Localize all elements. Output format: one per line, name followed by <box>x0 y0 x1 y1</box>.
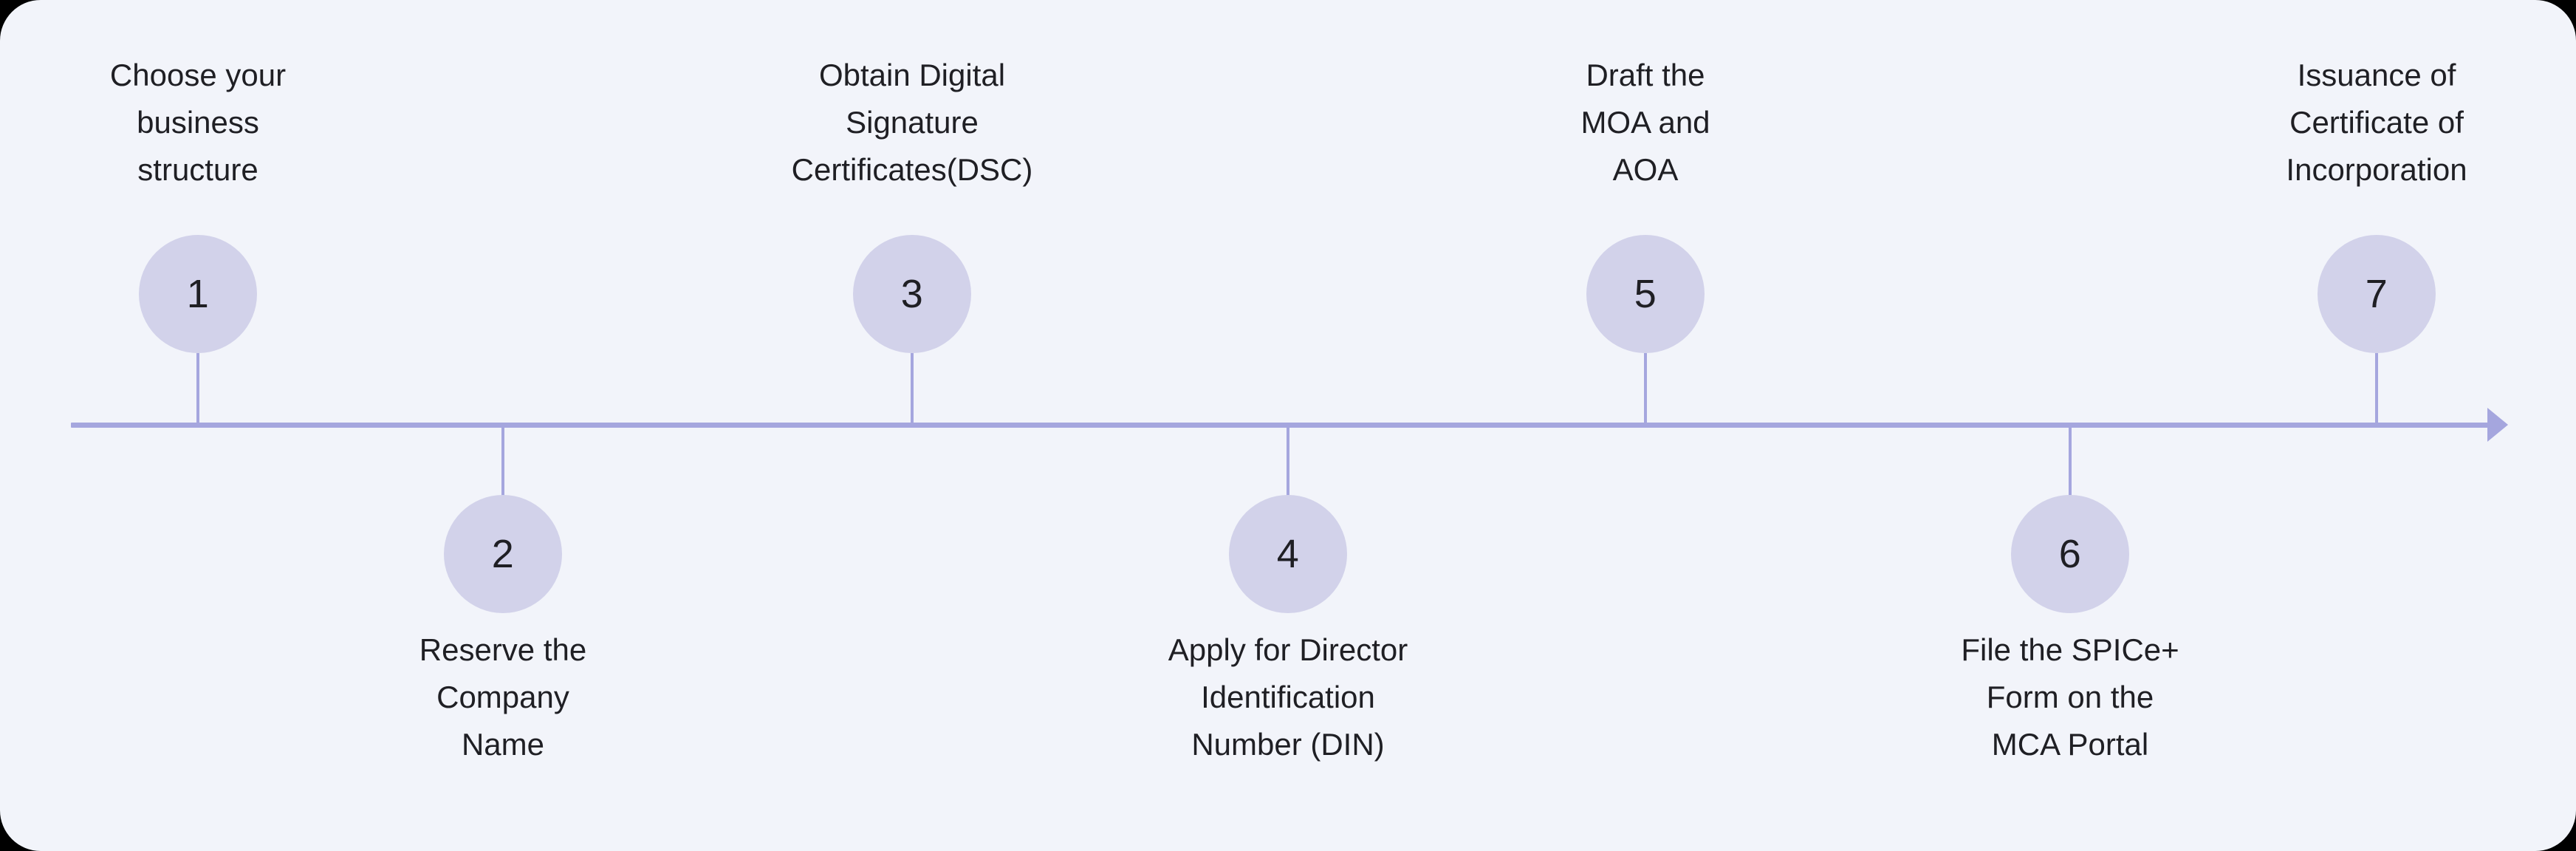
timeline-number-2: 2 <box>491 532 515 576</box>
timeline-marker-1[interactable]: 1 <box>139 235 257 353</box>
timeline-marker-7[interactable]: 7 <box>2318 235 2436 353</box>
timeline-marker-4[interactable]: 4 <box>1229 495 1347 613</box>
timeline-number-1: 1 <box>186 272 210 316</box>
timeline-marker-5[interactable]: 5 <box>1586 235 1705 353</box>
arrow-right-icon <box>2487 408 2508 442</box>
timeline-number-6: 6 <box>2058 532 2082 576</box>
timeline-number-5: 5 <box>1634 272 1657 316</box>
timeline-connector-2 <box>501 427 504 496</box>
timeline-axis-line <box>71 423 2492 428</box>
timeline-connector-7 <box>2375 353 2378 424</box>
timeline-label-5: Draft the MOA and AOA <box>1580 58 1710 187</box>
timeline-marker-2[interactable]: 2 <box>444 495 562 613</box>
timeline-connector-1 <box>196 353 199 424</box>
timeline-connector-4 <box>1287 427 1289 496</box>
timeline-label-3: Obtain Digital Signature Certificates(DS… <box>791 58 1033 187</box>
timeline-marker-6[interactable]: 6 <box>2011 495 2129 613</box>
timeline-label-4: Apply for Director Identification Number… <box>1168 632 1408 762</box>
timeline-label-2: Reserve the Company Name <box>419 632 587 762</box>
timeline-marker-3[interactable]: 3 <box>853 235 971 353</box>
timeline-label-6: File the SPICe+ Form on the MCA Portal <box>1961 632 2179 762</box>
timeline-connector-3 <box>911 353 914 424</box>
timeline-connector-5 <box>1644 353 1647 424</box>
timeline-number-3: 3 <box>900 272 924 316</box>
timeline-label-1: Choose your business structure <box>109 58 287 187</box>
timeline-number-7: 7 <box>2365 272 2388 316</box>
timeline-number-4: 4 <box>1276 532 1300 576</box>
timeline-connector-6 <box>2069 427 2072 496</box>
timeline-label-7: Issuance of Certificate of Incorporation <box>2286 58 2467 187</box>
